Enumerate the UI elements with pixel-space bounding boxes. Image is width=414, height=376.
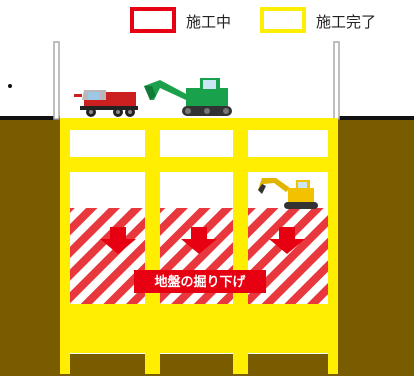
wall-right — [328, 118, 338, 374]
arrow-down-icon — [100, 227, 136, 254]
excavation-label-box: 地盤の掘り下げ — [134, 270, 266, 293]
small-excavator-icon — [258, 178, 318, 209]
excavation-label-bg — [134, 270, 266, 293]
excavator-icon — [144, 78, 232, 116]
dump-truck-icon — [74, 90, 138, 117]
ground-bottom — [60, 353, 338, 376]
pipe-left — [53, 41, 60, 120]
excavation-arrows — [100, 227, 305, 254]
arrow-down-icon — [181, 227, 217, 254]
marker-dot — [8, 84, 12, 88]
mid-beam — [60, 157, 338, 172]
ground-surface-right — [338, 116, 414, 120]
ground-surface-left — [0, 116, 60, 120]
wall-left — [60, 118, 70, 374]
excavation-label: 地盤の掘り下げ — [154, 274, 246, 290]
completed-structure — [60, 118, 338, 374]
legend: 施工中 施工完了 — [130, 7, 376, 33]
ground — [0, 116, 414, 376]
top-beam — [60, 118, 338, 130]
ground-left — [0, 118, 60, 376]
arrow-down-icon — [269, 227, 305, 254]
legend-completed-swatch — [260, 7, 306, 33]
pipe-right — [333, 41, 340, 120]
legend-completed-label: 施工完了 — [316, 13, 376, 31]
base-slab — [60, 304, 338, 353]
legend-in-progress-label: 施工中 — [186, 13, 231, 31]
legend-in-progress-swatch — [130, 7, 176, 33]
ground-right — [338, 118, 414, 376]
